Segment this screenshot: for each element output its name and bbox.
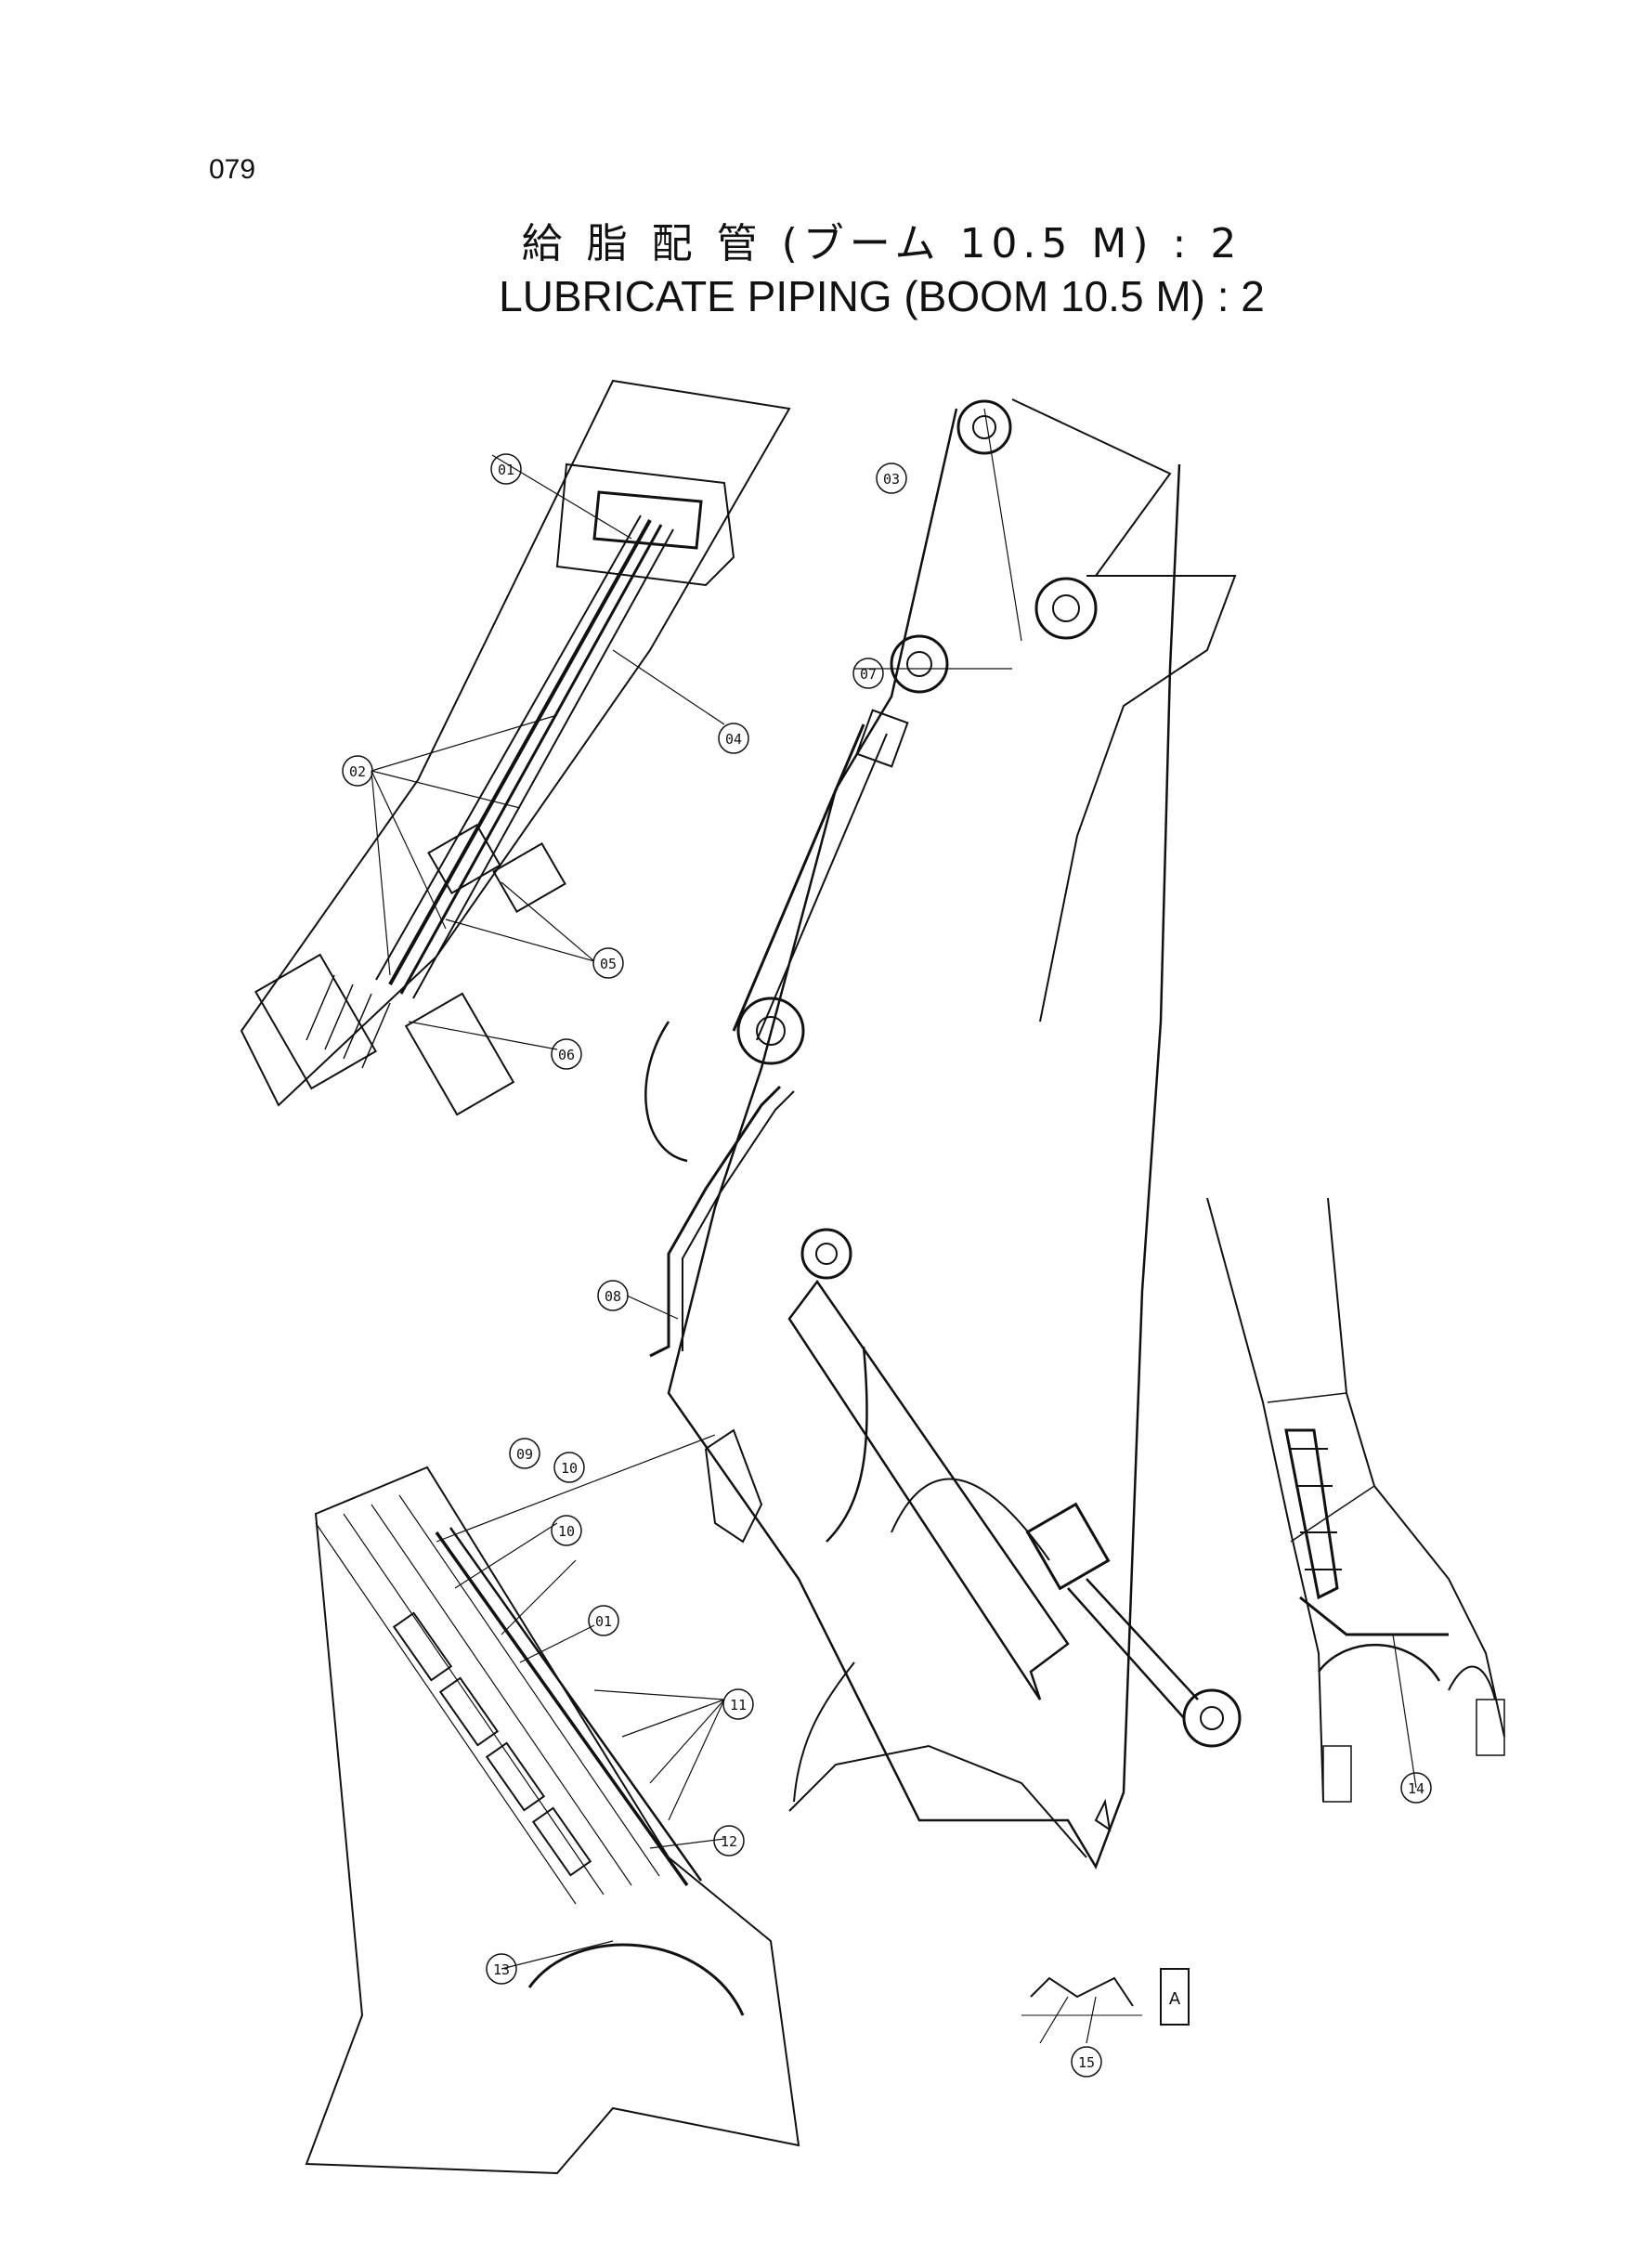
- callout-11: 11: [722, 1688, 754, 1720]
- title-japanese: 給 脂 配 管 (ブーム 10.5 M) : 2: [521, 220, 1242, 267]
- callout-08-group: 08: [597, 1280, 629, 1311]
- svg-text:12: 12: [721, 1833, 737, 1850]
- callout-12: 12: [713, 1825, 745, 1857]
- svg-text:10: 10: [558, 1523, 575, 1540]
- callout-15: 15: [1071, 2046, 1102, 2078]
- title-english: LUBRICATE PIPING (BOOM 10.5 M) : 2: [499, 272, 1265, 320]
- callout-06: 06: [551, 1038, 582, 1070]
- callout-05: 05: [592, 947, 624, 979]
- svg-text:15: 15: [1078, 2054, 1095, 2071]
- svg-text:07: 07: [860, 666, 877, 683]
- svg-text:13: 13: [493, 1961, 510, 1978]
- svg-text:01: 01: [595, 1613, 612, 1630]
- callout-01-upper: 01: [490, 453, 522, 485]
- detail-view-right: [1206, 1197, 1505, 1803]
- svg-text:14: 14: [1408, 1780, 1424, 1797]
- svg-text:A: A: [1169, 1989, 1181, 2009]
- detail-view-lower-left: [305, 1434, 800, 2175]
- detail-view-upper-left: [240, 379, 791, 1116]
- callout-14: 14: [1400, 1772, 1432, 1804]
- callout-13: 13: [486, 1953, 517, 1985]
- svg-text:08: 08: [605, 1288, 621, 1305]
- callout-10-lower-a: 10: [553, 1452, 585, 1483]
- callout-03: 03: [876, 463, 907, 494]
- boom-main: [626, 398, 1242, 1870]
- svg-text:09: 09: [516, 1446, 533, 1463]
- svg-text:10: 10: [561, 1460, 578, 1477]
- page-number: 079: [209, 154, 256, 185]
- callouts: 01 02 03 04 05 06 07 08: [342, 453, 1432, 2078]
- svg-text:05: 05: [600, 956, 617, 972]
- callout-04: 04: [718, 723, 749, 754]
- svg-text:11: 11: [730, 1697, 747, 1713]
- view-a-inset: [1021, 1976, 1142, 2044]
- callout-10-lower-b: 10: [551, 1515, 582, 1546]
- svg-text:02: 02: [349, 763, 366, 780]
- svg-text:01: 01: [498, 462, 514, 478]
- svg-text:04: 04: [725, 731, 742, 748]
- svg-text:06: 06: [558, 1047, 575, 1063]
- view-a-marker: A: [1160, 1968, 1190, 2026]
- callout-09: 09: [509, 1438, 540, 1469]
- callout-01-lower: 01: [588, 1605, 619, 1636]
- callout-02: 02: [342, 755, 373, 787]
- svg-text:03: 03: [883, 471, 900, 488]
- callout-07: 07: [852, 658, 884, 689]
